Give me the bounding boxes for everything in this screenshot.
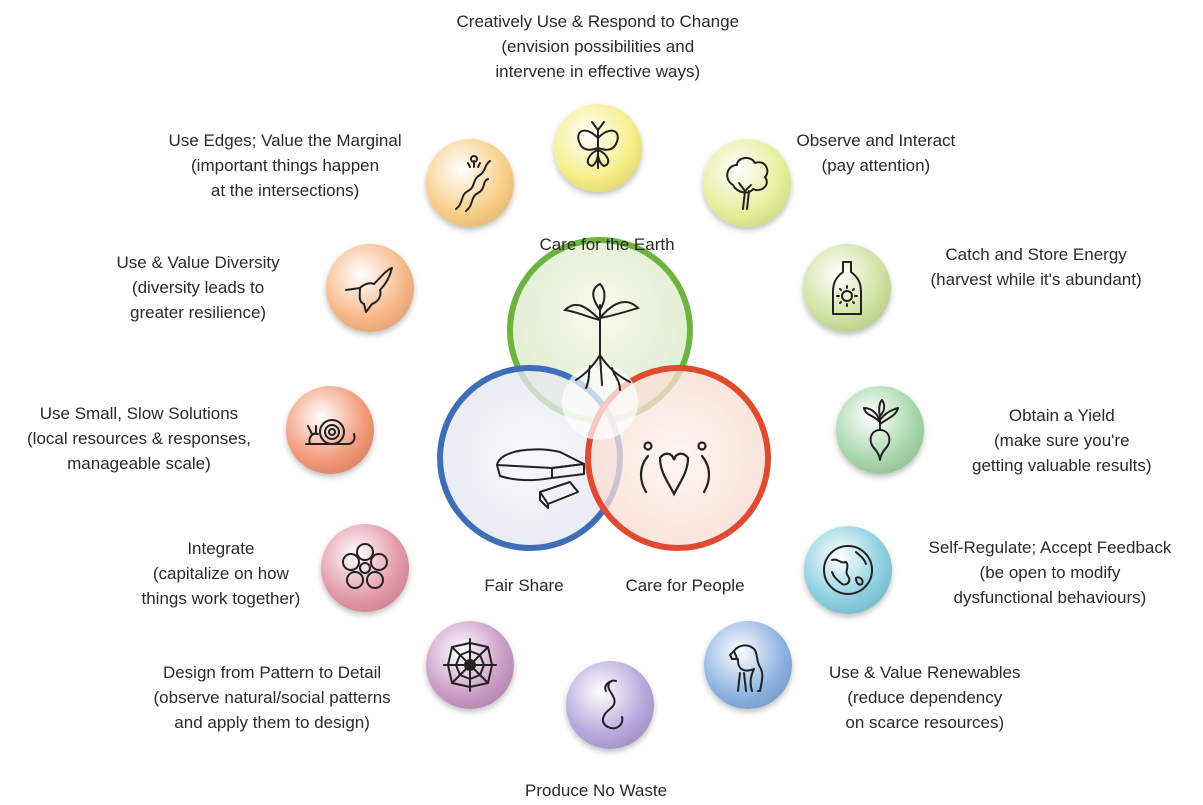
principle-small-bubble — [286, 386, 374, 474]
principle-renewables-label: Use & Value Renewables (reduce dependency… — [829, 660, 1021, 735]
principle-change-line-2: intervene in effective ways) — [495, 62, 701, 81]
principle-renewables-line-0: Use & Value Renewables — [829, 663, 1021, 682]
principle-waste-line-0: Produce No Waste — [525, 781, 668, 800]
principle-edges-line-2: at the intersections) — [210, 181, 360, 200]
principle-energy-label: Catch and Store Energy (harvest while it'… — [931, 242, 1142, 292]
principle-observe-label: Observe and Interact (pay attention) — [797, 128, 956, 178]
butterfly-icon — [577, 121, 619, 169]
principle-change-bubble — [554, 104, 642, 192]
earth-globe-icon — [823, 545, 873, 595]
tree-icon — [726, 157, 769, 210]
principle-edges-line-0: Use Edges; Value the Marginal — [168, 131, 402, 150]
principle-observe-bubble — [703, 139, 791, 227]
principle-energy-line-0: Catch and Store Energy — [945, 245, 1127, 264]
principle-observe-line-1: (pay attention) — [821, 156, 931, 175]
principle-pattern-bubble — [426, 621, 514, 709]
principle-regulate-bubble — [804, 526, 892, 614]
principle-integrate-bubble — [321, 524, 409, 612]
principle-regulate-line-0: Self-Regulate; Accept Feedback — [928, 538, 1172, 557]
people-label: Care for People — [625, 576, 744, 595]
pie-slice-icon — [496, 448, 585, 509]
principle-small-line-2: manageable scale) — [67, 454, 211, 473]
principle-integrate-line-0: Integrate — [187, 539, 255, 558]
principle-regulate-line-2: dysfunctional behaviours) — [953, 588, 1147, 607]
river-edge-icon — [455, 155, 491, 212]
principle-pattern-label: Design from Pattern to Detail (observe na… — [154, 660, 391, 735]
principle-change-line-1: (envision possibilities and — [501, 37, 695, 56]
snail-icon — [305, 419, 356, 445]
principle-energy-bubble — [803, 244, 891, 332]
principle-energy-line-1: (harvest while it's abundant) — [930, 270, 1142, 289]
principle-integrate-line-1: (capitalize on how — [152, 564, 289, 583]
principle-yield-label: Obtain a Yield (make sure you're getting v… — [972, 403, 1152, 478]
hummingbird-icon — [345, 267, 393, 313]
principle-diversity-line-0: Use & Value Diversity — [116, 253, 280, 272]
principle-diversity-line-1: (diversity leads to — [131, 278, 265, 297]
principle-regulate-line-1: (be open to modify — [979, 563, 1121, 582]
earth-label: Care for the Earth — [539, 235, 674, 254]
principle-change-label: Creatively Use & Respond to Change (envis… — [457, 9, 740, 84]
flower-ring-icon — [342, 543, 388, 589]
principle-pattern-line-0: Design from Pattern to Detail — [162, 663, 382, 682]
principle-diversity-label: Use & Value Diversity (diversity leads to… — [117, 250, 280, 325]
principle-small-label: Use Small, Slow Solutions (local resource… — [27, 401, 251, 476]
principle-yield-line-1: (make sure you're — [994, 431, 1130, 450]
horse-icon — [729, 644, 764, 692]
principle-renewables-line-2: on scarce resources) — [845, 713, 1005, 732]
bottle-sun-icon — [832, 261, 862, 315]
principle-edges-label: Use Edges; Value the Marginal (important … — [169, 128, 402, 203]
principle-small-line-0: Use Small, Slow Solutions — [39, 404, 239, 423]
worm-icon — [602, 679, 624, 730]
principle-waste-bubble — [566, 661, 654, 749]
principle-diversity-bubble — [326, 244, 414, 332]
people-heart-icon — [639, 441, 711, 497]
principle-yield-bubble — [836, 386, 924, 474]
share-label: Fair Share — [484, 576, 563, 595]
principle-renewables-bubble — [704, 621, 792, 709]
principle-change-line-0: Creatively Use & Respond to Change — [456, 12, 740, 31]
sprout-roots-icon — [562, 282, 640, 391]
principle-regulate-label: Self-Regulate; Accept Feedback (be open t… — [929, 535, 1172, 610]
principle-waste-label: Produce No Waste — [525, 778, 667, 803]
principle-yield-line-2: getting valuable results) — [972, 456, 1152, 475]
principle-integrate-label: Integrate (capitalize on how things work t… — [142, 536, 301, 611]
radish-icon — [863, 399, 899, 461]
principle-small-line-1: (local resources & responses, — [27, 429, 251, 448]
principle-pattern-line-1: (observe natural/social patterns — [153, 688, 391, 707]
principle-pattern-line-2: and apply them to design) — [174, 713, 370, 732]
principle-renewables-line-1: (reduce dependency — [847, 688, 1003, 707]
principle-yield-line-0: Obtain a Yield — [1008, 406, 1115, 425]
principle-integrate-line-2: things work together) — [141, 589, 301, 608]
principle-diversity-line-2: greater resilience) — [130, 303, 267, 322]
principle-observe-line-0: Observe and Interact — [796, 131, 956, 150]
principle-edges-bubble — [426, 139, 514, 227]
principle-edges-line-1: (important things happen — [191, 156, 380, 175]
spider-web-icon — [443, 638, 497, 692]
